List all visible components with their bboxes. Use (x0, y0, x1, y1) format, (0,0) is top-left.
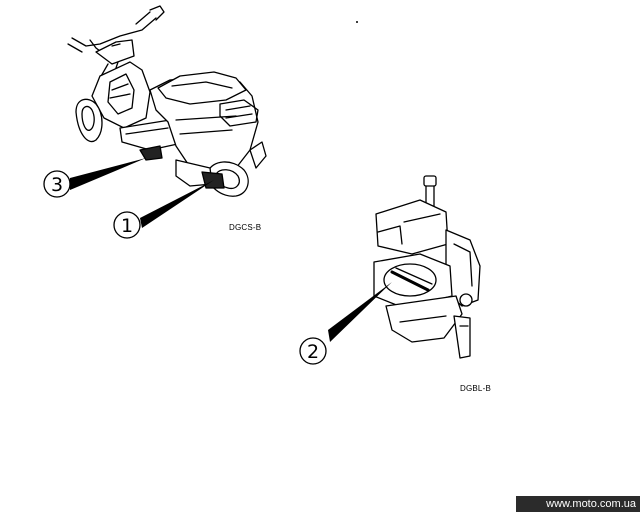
callout-1: 1 (113, 211, 141, 239)
print-speck (356, 21, 358, 23)
leader-arrow-1 (140, 180, 214, 228)
callout-circle (299, 337, 327, 365)
scooter-illustration (67, 5, 267, 197)
callout-number: 2 (307, 341, 319, 363)
callout-2: 2 (299, 337, 327, 365)
leader-arrow-2 (328, 282, 392, 342)
site-watermark: www.moto.com.ua (516, 496, 640, 512)
carburetor-figure-code: DGBL-B (460, 384, 491, 393)
callout-3: 3 (43, 170, 71, 198)
leader-arrows (70, 158, 392, 342)
scooter-figure-code: DGCS-B (229, 223, 262, 232)
callout-number: 1 (121, 215, 133, 237)
callout-number: 3 (51, 174, 63, 196)
callout-circle (113, 211, 141, 239)
carburetor-illustration (373, 175, 481, 359)
callout-circle (43, 170, 71, 198)
leader-arrow-3 (70, 158, 146, 190)
